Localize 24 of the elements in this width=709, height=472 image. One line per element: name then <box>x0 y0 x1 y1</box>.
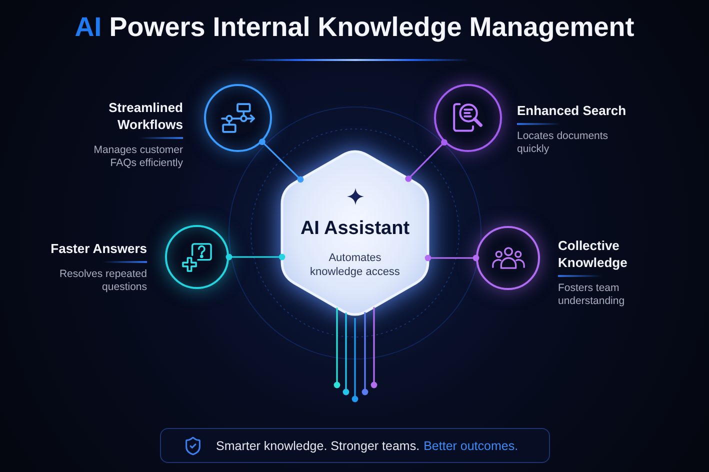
signal-line <box>362 312 368 396</box>
feature-description: Locates documents quickly <box>517 130 610 156</box>
tagline-bar <box>160 428 550 463</box>
hexagon-node <box>282 148 428 318</box>
feature-description: Manages customer FAQs efficiently <box>92 144 183 170</box>
title: AI Powers Internal Knowledge Management <box>74 11 634 44</box>
hub-title: AI Assistant <box>300 217 410 240</box>
feature-heading: Collective Knowledge <box>558 237 628 271</box>
feature-heading: Enhanced Search <box>517 102 626 119</box>
hub-description: Automates knowledge access <box>309 251 401 279</box>
connector-line <box>405 139 448 182</box>
signal-line <box>370 307 378 388</box>
connector-line <box>259 138 304 183</box>
connector-line <box>226 254 286 260</box>
feature-description: Resolves repeated questions <box>58 268 147 294</box>
signal-line <box>334 308 340 388</box>
feature-heading: Streamlined Workflows <box>108 99 183 133</box>
feature-heading: Faster Answers <box>50 240 147 257</box>
signal-line <box>342 312 350 396</box>
connector-line <box>424 254 480 262</box>
tagline-text: Smarter knowledge. Stronger teams. <box>216 438 420 454</box>
tagline-highlight: Better outcomes. <box>424 438 518 454</box>
feature-description: Fosters team understanding <box>558 282 626 308</box>
signal-line <box>352 318 358 402</box>
